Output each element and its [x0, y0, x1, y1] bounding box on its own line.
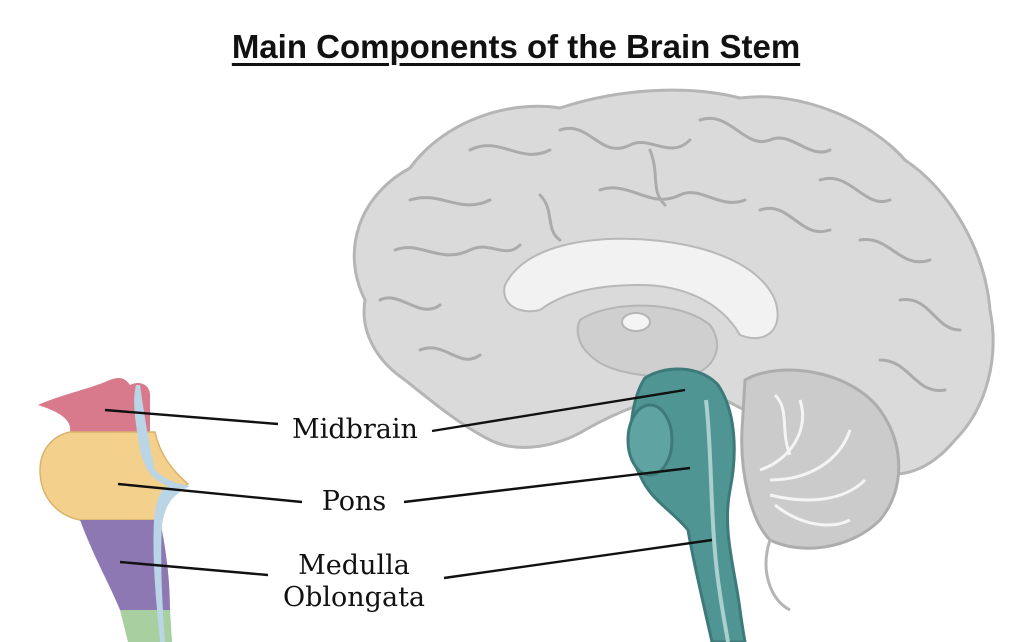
gyri [378, 116, 962, 392]
schematic-ventricle [134, 385, 190, 642]
interthalamic-adhesion [621, 312, 651, 332]
midbrain-leader-right [431, 388, 686, 433]
midbrain-label: Midbrain [292, 414, 418, 445]
pons-leader-right [403, 466, 691, 504]
medulla-region [80, 520, 170, 610]
corpus-callosum [503, 237, 779, 340]
medulla-leader-right [443, 538, 713, 580]
pons-bulge [626, 403, 674, 477]
brainstem-schematic [38, 378, 190, 642]
diagram-title: Main Components of the Brain Stem [231, 28, 801, 65]
pons-label: Pons [322, 486, 387, 517]
cerebellum [740, 368, 901, 550]
midbrain-leader-left [104, 408, 279, 426]
pons-leader-left [117, 482, 303, 504]
leader-lines [104, 388, 713, 580]
brain-illustration [352, 88, 995, 642]
medulla-label-line2: Oblongata [283, 582, 425, 613]
midbrain-region [38, 378, 150, 432]
arbor-vitae [759, 393, 867, 527]
fourth-ventricle [704, 399, 730, 642]
medulla-label-line1: Medulla [298, 550, 410, 581]
medulla-leader-left [119, 560, 269, 577]
cerebellum-fold [764, 539, 791, 612]
